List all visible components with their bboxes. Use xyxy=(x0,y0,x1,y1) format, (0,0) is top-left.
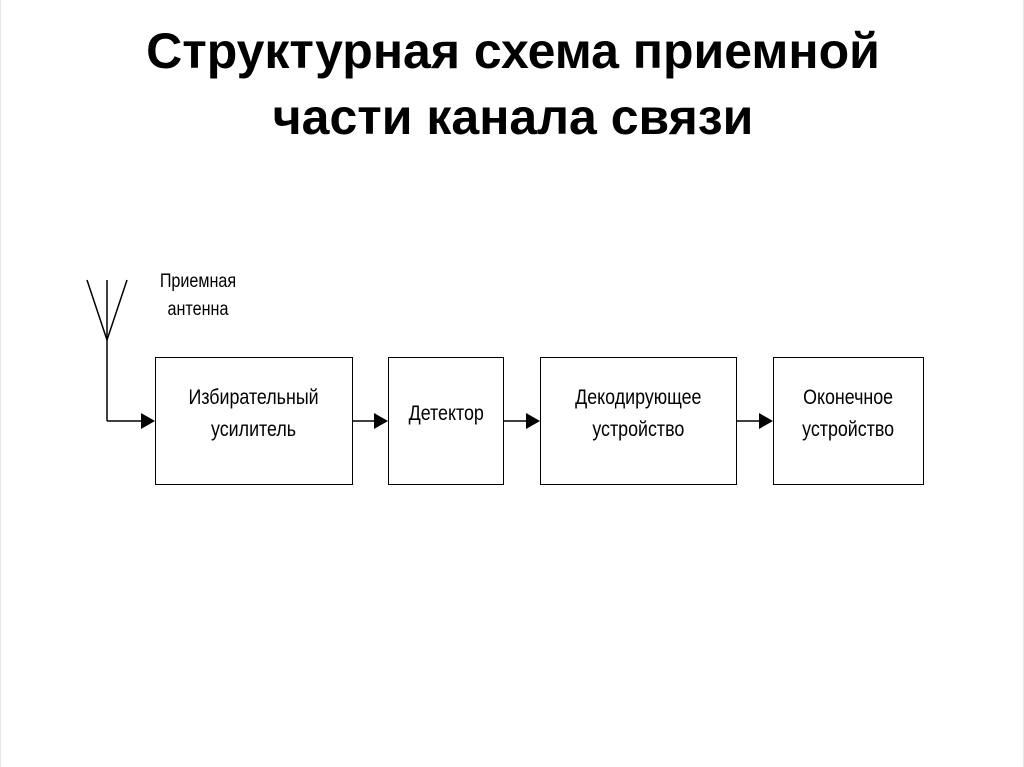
antenna-label: Приемная антенна xyxy=(151,268,245,324)
antenna-icon xyxy=(86,279,128,421)
connector-decoder-to-terminal xyxy=(737,413,773,429)
block-label-line-1: Оконечное xyxy=(803,386,894,409)
block-label-line-1: Декодирующее xyxy=(575,386,702,409)
connector-detector-to-decoder xyxy=(504,413,540,429)
block-label-line-1: Детектор xyxy=(408,402,484,425)
block-detector: Детектор xyxy=(388,357,504,485)
antenna-label-line-2: антенна xyxy=(167,299,229,320)
antenna-label-line-1: Приемная xyxy=(159,271,237,292)
connector-antenna-to-amplifier xyxy=(107,413,155,429)
connector-amplifier-to-detector xyxy=(353,413,388,429)
page-title: Структурная схема приемной части канала … xyxy=(1,18,1024,150)
block-label-line-2: устройство xyxy=(592,418,685,441)
arrow-head xyxy=(759,413,773,429)
title-line-2: части канала связи xyxy=(272,89,754,145)
block-label-line-2: усилитель xyxy=(211,418,297,441)
arrow-head xyxy=(374,413,388,429)
title-line-1: Структурная схема приемной xyxy=(146,23,880,79)
arrow-head xyxy=(526,413,540,429)
block-terminal-device: Оконечное устройство xyxy=(773,357,924,485)
block-decoding-device: Декодирующее устройство xyxy=(540,357,737,485)
block-label-line-2: устройство xyxy=(802,418,895,441)
block-label-line-1: Избирательный xyxy=(188,386,320,409)
block-selective-amplifier: Избирательный усилитель xyxy=(155,357,353,485)
arrow-head xyxy=(141,413,155,429)
